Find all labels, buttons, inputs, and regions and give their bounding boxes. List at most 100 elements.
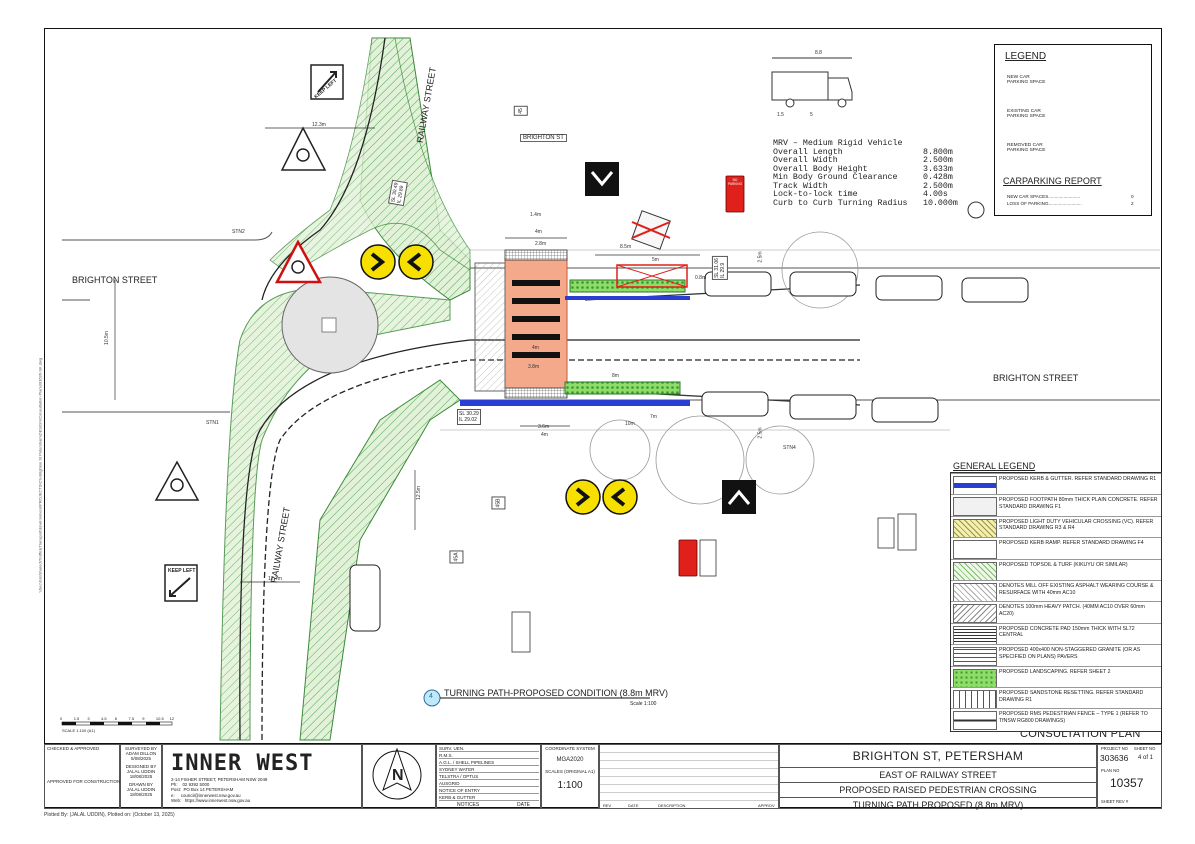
title-line-3: PROPOSED RAISED PEDESTRIAN CROSSING (839, 785, 1037, 795)
spot-level-c-il: IL 29.02 (459, 417, 477, 423)
checked-approved: CHECKED & APPROVED (47, 746, 100, 751)
legend-swatch (953, 711, 997, 731)
surveyed-date: 5/08/2025 (130, 756, 152, 761)
mrv-row-label: Curb to Curb Turning Radius (773, 198, 908, 208)
legend-swatch (953, 518, 997, 538)
approval-cell: CHECKED & APPROVED APPROVED FOR CONSTRUC… (44, 744, 120, 809)
raised-crossing (504, 257, 568, 391)
kerb-blue-bottom (460, 400, 690, 406)
inner-west-logo: INNER WEST (171, 751, 314, 776)
dim-0-8: 0.8m (695, 275, 707, 281)
scale-bar-tick-label: 6 (114, 716, 118, 721)
address-line: Web: https://www.innerwest.nsw.gov.au (171, 797, 251, 803)
dim-10m: 10m (625, 421, 635, 427)
spot-level-c-sl: SL 30.29 (459, 411, 479, 417)
station-stn4: STN4 (783, 445, 796, 451)
legend-swatch (953, 668, 997, 688)
dim-1-4: 1.4m (530, 212, 542, 218)
station-stn1: STN1 (206, 420, 219, 426)
house-number-45a: 45A (449, 550, 464, 564)
mrv-row-value: 2.500m (923, 181, 953, 191)
landscape-strip-bottom (564, 381, 681, 395)
roundabout-sign-2 (274, 239, 323, 284)
designed-by-label: DESIGNED BY (125, 764, 157, 769)
legend-swatch (953, 690, 997, 709)
mrv-row-label: Overall Body Height (773, 164, 868, 174)
legend-swatch (953, 604, 997, 624)
view-ref-number: 4 (429, 693, 433, 700)
drawn-by-name: JALAL UDDIN (126, 787, 156, 792)
spot-level-b: SL 31.06 IL 29.9 (711, 256, 728, 280)
removed-parking-bay (616, 264, 688, 288)
mrv-row-label: Overall Length (773, 147, 843, 157)
chevron-signs-top (360, 244, 434, 280)
spot-level-c: SL 30.29 IL 29.02 (457, 409, 481, 425)
parking-legend: LEGEND NEW CAR PARKING SPACE NEW EXISTIN… (994, 44, 1152, 216)
notice-item: SYDNEY WATER (439, 767, 539, 773)
no-parking-text: NO PARKING (727, 178, 743, 186)
parked-cars-bottom (349, 391, 939, 632)
legend-description: PROPOSED KERB & GUTTER. REFER STANDARD D… (999, 476, 1157, 482)
general-legend-row: PROPOSED KERB & GUTTER. REFER STANDARD D… (951, 473, 1161, 496)
rev-approv-header: APPROV (758, 803, 775, 808)
parking-sign-right2 (897, 513, 917, 551)
parking-sign-bottom2 (511, 611, 531, 653)
mrv-row-label: Lock-to-lock time (773, 190, 858, 199)
dim-8-5: 8.5m (620, 244, 632, 250)
designed-by-name: JALAL UDDIN (126, 769, 156, 774)
dim-10-5: 10.5m (103, 331, 110, 345)
kerb-top (474, 262, 506, 392)
chevron-signs-bottom (565, 479, 638, 515)
dim-2-5a: 2.5m (757, 251, 764, 263)
revisions-cell: REV DATE DESCRIPTION APPROV (599, 744, 779, 809)
legend-description: PROPOSED LANDSCAPING. REFER SHEET 2 (999, 668, 1111, 675)
report-row-loss-value: 2 (1131, 201, 1134, 206)
surveyed-by-name: ADAM DILLON (125, 751, 157, 756)
parking-sign-right (877, 517, 895, 549)
legend-description: PROPOSED SANDSTONE RESETTING. REFER STAN… (999, 690, 1144, 703)
general-legend-row: PROPOSED FOOTPATH 80mm THICK PLAIN CONCR… (951, 494, 1161, 517)
plan-no-label: PLAN NO (1101, 768, 1120, 773)
notices-date-footer: DATE (517, 802, 530, 808)
mrv-row-label: Min Body Ground Clearance (773, 173, 898, 182)
scale-bar-tick-label: 1.5 (73, 716, 80, 721)
mrv-row-value: 0.428m (923, 173, 953, 182)
legend-removed-space: REMOVED CAR PARKING SPACE (1007, 143, 1046, 153)
dim-5m: 5m (652, 257, 659, 263)
mrv-row-value: 4.00s (923, 190, 948, 199)
crossing-ramp-bottom (504, 387, 568, 399)
title-line-2: EAST OF RAILWAY STREET (879, 770, 997, 780)
legend-swatch (953, 540, 997, 560)
approved-construction: APPROVED FOR CONSTRUCTION (47, 779, 121, 784)
notice-item: TELSTRA / OPTUS (439, 774, 539, 780)
hazard-marker-bottom (722, 480, 756, 514)
keep-left-sign-top (310, 64, 344, 100)
dim-12-7: 12.7m (268, 576, 282, 582)
report-row-loss-label: LOSS OF PARKING.........................… (1007, 201, 1082, 206)
dim-8m: 8m (612, 373, 619, 379)
turning-path-left (219, 288, 451, 741)
truck-dim-b: 5 (810, 112, 813, 118)
scale-bar (61, 721, 173, 726)
legend-swatch (953, 583, 997, 602)
zebra-stripes (512, 280, 560, 358)
title-block: CHECKED & APPROVED APPROVED FOR CONSTRUC… (44, 743, 1162, 810)
drawn-date: 18/08/2025 (129, 792, 153, 797)
brighton-street-label-right: BRIGHTON STREET (993, 373, 1079, 383)
no-parking-sign-top (725, 175, 745, 213)
general-legend-row: PROPOSED RMS PEDESTRIAN FENCE – TYPE 1 (… (951, 708, 1161, 731)
surveyed-by-label: SURVEYED BY (125, 746, 157, 751)
address-line: Post: PO Box 14 PETERSHAM (171, 787, 234, 793)
legend-description: DENOTES MILL OFF EXISTING ASPHALT WEARIN… (999, 583, 1154, 596)
dimension-lines (114, 127, 700, 583)
project-cell: PROJECT NO SHEET NO 303636 4 of 1 PLAN N… (1097, 744, 1162, 809)
legend-description: PROPOSED TOPSOIL & TURF (KIKUYU OR SIMIL… (999, 561, 1128, 568)
dim-4m-a: 4m (535, 229, 542, 235)
rev-desc-header: DESCRIPTION (658, 803, 686, 808)
coord-label: COORDINATE SYSTEM (545, 746, 595, 751)
